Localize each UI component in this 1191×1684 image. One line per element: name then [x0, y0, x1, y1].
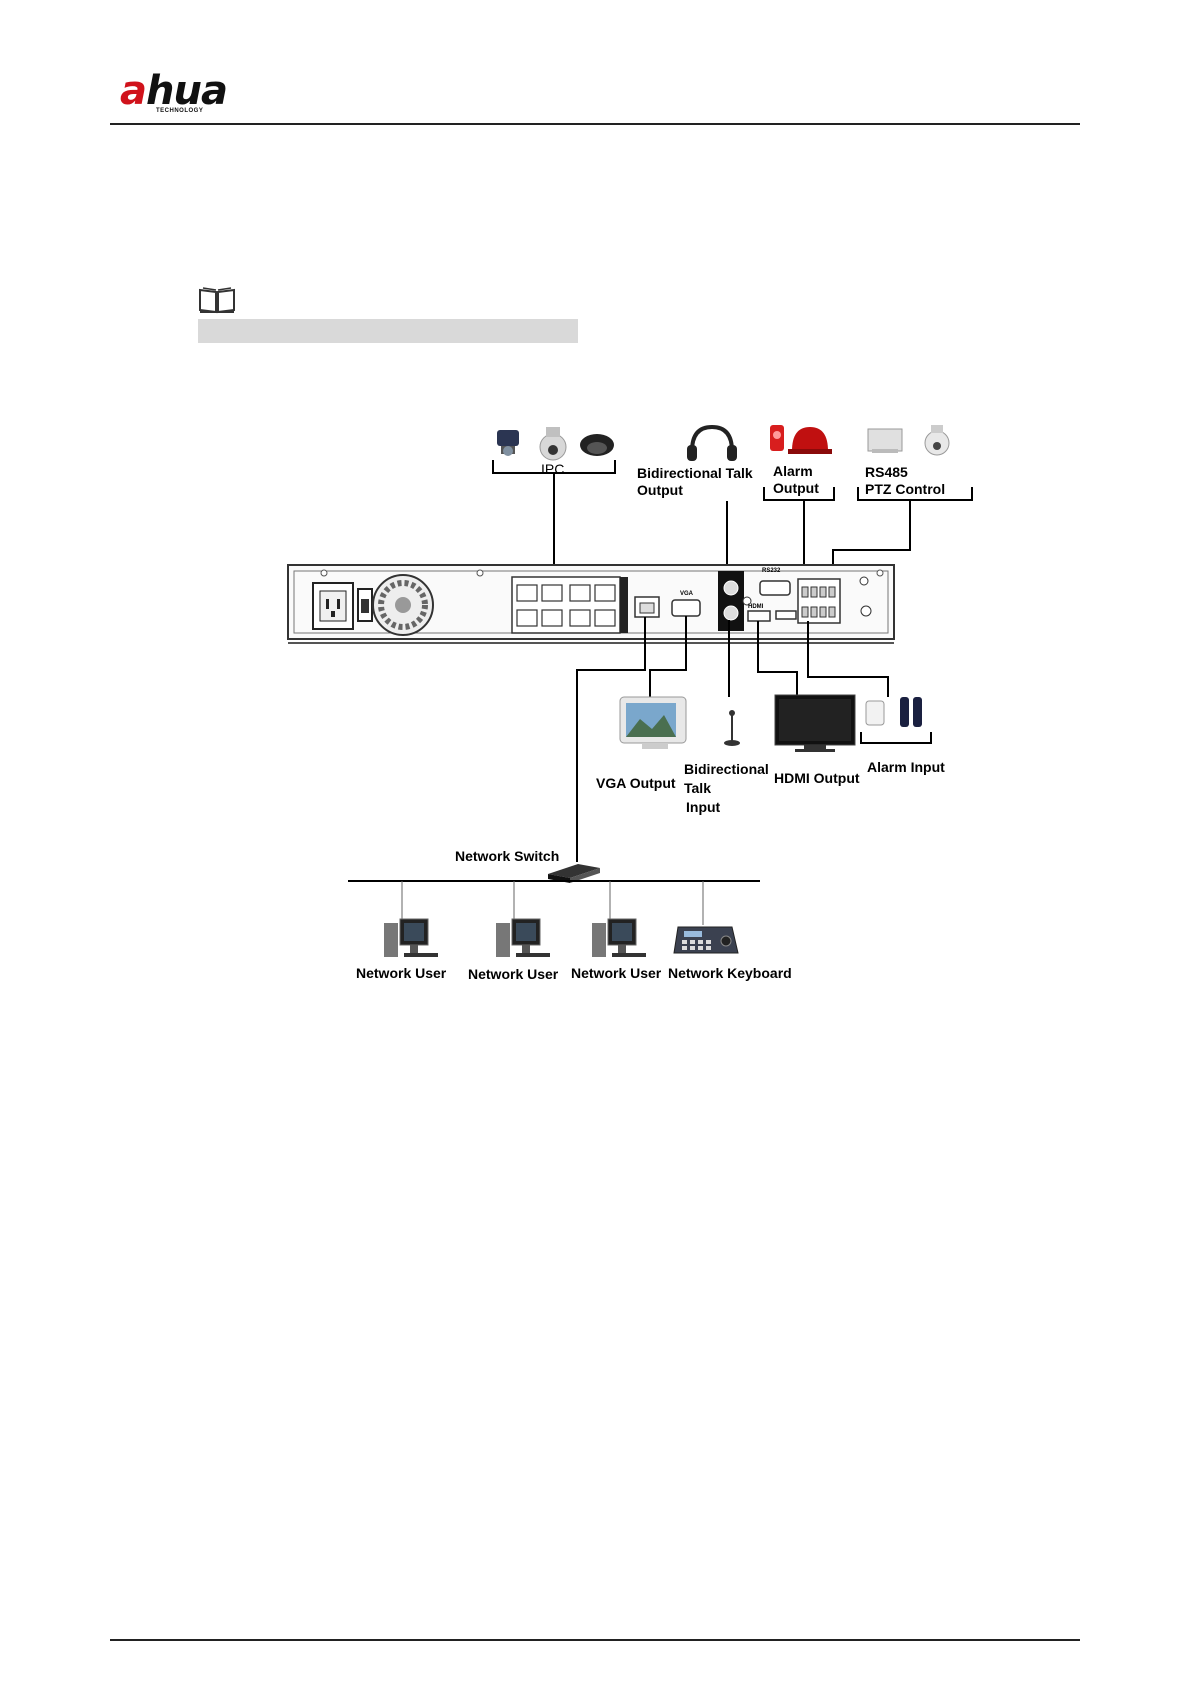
footer-rule: [110, 1639, 1080, 1641]
label-bidi-talk-output-2: Output: [637, 482, 683, 499]
label-alarm-input: Alarm Input: [867, 759, 945, 776]
label-network-switch: Network Switch: [455, 848, 559, 865]
label-network-user-3: Network User: [571, 965, 661, 982]
label-alarm-output-2: Output: [773, 480, 819, 497]
nvr-connection-diagram: IPC Bidirectional Talk Output Alarm Outp…: [280, 415, 1000, 995]
label-hdmi-output: HDMI Output: [774, 770, 860, 787]
network-keyboard-icon: [674, 927, 738, 953]
label-network-user-1: Network User: [356, 965, 446, 982]
label-network-keyboard: Network Keyboard: [668, 965, 792, 982]
network-user-pc-icon-3: [592, 919, 646, 957]
label-bidi-talk-output-1: Bidirectional Talk: [637, 465, 753, 482]
header-rule: [110, 123, 1080, 125]
alarm-siren-icon: [770, 425, 832, 454]
label-rs485: RS485: [865, 464, 908, 481]
label-alarm-output-1: Alarm: [773, 463, 813, 480]
nvr-rear-panel: [288, 565, 894, 643]
hdmi-tv-icon: [775, 695, 855, 752]
label-bidi-talk-input-1: Bidirectional: [684, 761, 769, 778]
label-bidi-talk-input-3: Input: [686, 799, 720, 816]
note-book-icon: [198, 286, 236, 314]
label-vga-port: VGA: [680, 591, 693, 598]
dahua-logo: ahua TECHNOLOGY: [120, 70, 270, 120]
label-rs232-port: RS232: [762, 568, 780, 575]
note-highlight-bar: [198, 319, 578, 343]
network-user-pc-icon-2: [496, 919, 550, 957]
vga-monitor-icon: [620, 697, 686, 749]
ptz-devices-icon: [868, 425, 949, 455]
label-vga-output: VGA Output: [596, 775, 676, 792]
label-network-user-2: Network User: [468, 966, 558, 983]
label-bidi-talk-input-2: Talk: [684, 780, 711, 797]
alarm-input-sensors-icon: [866, 697, 922, 727]
network-user-pc-icon-1: [384, 919, 438, 957]
microphone-icon: [724, 710, 740, 746]
label-ipc: IPC: [541, 461, 564, 478]
label-hdmi-port: HDMI: [748, 604, 763, 611]
label-ptz-control: PTZ Control: [865, 481, 945, 498]
ipc-cameras-icon: [497, 427, 614, 460]
logo-letter-a: a: [120, 68, 146, 114]
headphones-icon: [687, 427, 737, 461]
diagram-graphics: [280, 415, 1000, 995]
logo-subtitle: TECHNOLOGY: [156, 108, 203, 114]
